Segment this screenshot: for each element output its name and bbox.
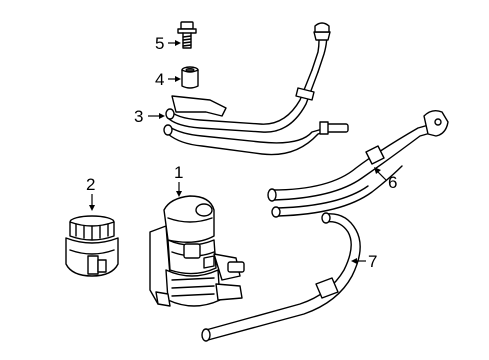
callout-1: 1 (174, 163, 183, 197)
svg-text:6: 6 (388, 173, 397, 192)
svg-text:1: 1 (174, 163, 183, 182)
callout-6: 6 (374, 167, 397, 192)
callout-7: 7 (351, 252, 377, 271)
svg-text:3: 3 (134, 107, 143, 126)
svg-text:2: 2 (86, 175, 95, 194)
svg-text:7: 7 (368, 252, 377, 271)
return-hose-part-6 (267, 109, 449, 218)
bolt-part-5 (177, 21, 197, 49)
svg-text:5: 5 (155, 34, 164, 53)
svg-text:4: 4 (155, 70, 164, 89)
hose-assembly-part-3 (163, 22, 349, 156)
bushing-part-4 (181, 66, 199, 89)
callout-3: 3 (134, 107, 165, 126)
pump-part-1 (149, 195, 245, 307)
reservoir-part-2 (65, 215, 119, 277)
callout-4: 4 (155, 70, 181, 89)
hose-part-7 (201, 212, 361, 342)
callout-5: 5 (155, 34, 181, 53)
callout-2: 2 (86, 175, 95, 211)
